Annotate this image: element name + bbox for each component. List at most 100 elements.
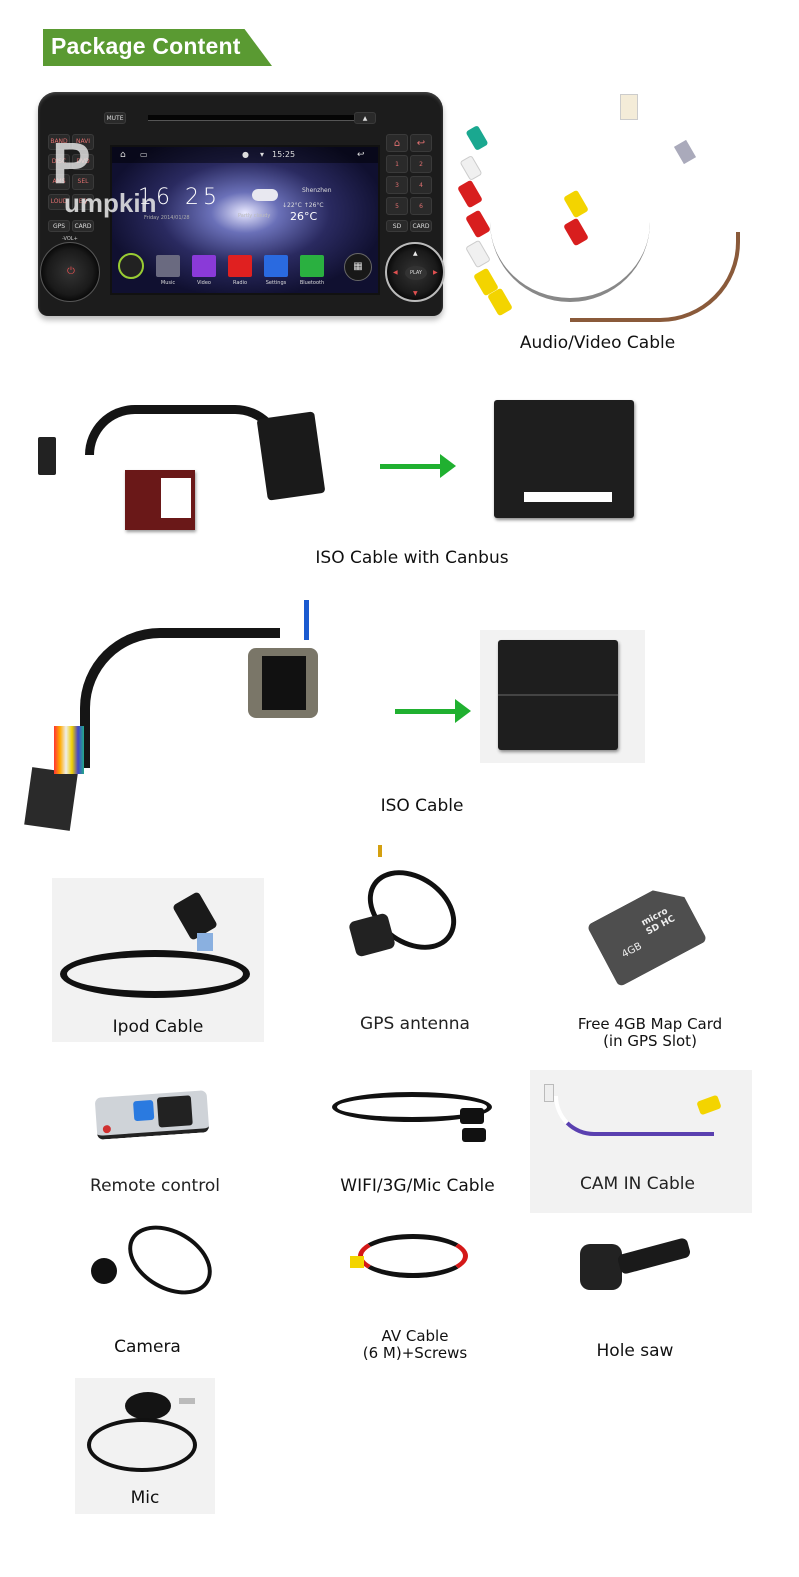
av-cable-6m-image [340, 1230, 480, 1290]
hu-btn-gps: GPS [48, 220, 70, 232]
connector-divider [498, 694, 618, 696]
iso-plug-face [262, 656, 306, 710]
item-label: CAM IN Cable [580, 1174, 695, 1194]
item-label: ISO Cable with Canbus [315, 548, 509, 568]
status-time: 15:25 [272, 150, 296, 159]
weather-range: ↓22°C ↑26°C [282, 202, 324, 209]
wrapped-harness [85, 405, 285, 455]
hu-btn-sd: SD [386, 220, 408, 232]
hu-btn-1: 1 [386, 155, 408, 173]
up-arrow-icon: ▲ [413, 250, 418, 257]
brand-logo-initial: P [52, 131, 91, 196]
item-label: Audio/Video Cable [519, 333, 676, 353]
item-label: ISO Cable [380, 796, 464, 816]
item-label: Camera [114, 1337, 181, 1357]
hu-btn-ams: AMS [48, 174, 70, 190]
hu-screen: ⌂ ▭ ● ▾ 15:25 ↩ 16 25 Friday 2014/01/28 … [110, 145, 380, 295]
clock: 16 25 [138, 185, 221, 210]
hole-saw-image [570, 1237, 695, 1298]
antenna-wire [304, 600, 309, 640]
app-music-icon [156, 255, 180, 277]
arrow-right-icon [395, 699, 471, 723]
camera-cable [116, 1211, 224, 1309]
hole-saw-shank [616, 1237, 692, 1275]
app-label: Bluetooth [299, 280, 325, 286]
harness-plug [24, 767, 78, 831]
item-label: Ipod Cable [112, 1017, 204, 1037]
colored-wires [54, 726, 84, 774]
weather-temp: 26°C [290, 210, 318, 223]
play-button: PLAY [405, 266, 427, 280]
hu-btn-sel: SEL [72, 174, 94, 190]
brand-logo: umpkin [64, 188, 157, 218]
rca-teal-plug [465, 124, 489, 152]
mic-plug [462, 1128, 486, 1142]
av-yellow-plug [350, 1256, 364, 1268]
canbus-connector [256, 411, 326, 501]
app-video-icon [192, 255, 216, 277]
item-label: GPS antenna [360, 1014, 470, 1034]
iso-cable-image [20, 600, 365, 831]
microsd-card: 4GB micro SD HC [586, 879, 707, 988]
rca-red-plug [457, 179, 483, 209]
wifi-cable-coil [332, 1092, 492, 1122]
cam-in-cable-card: CAM IN Cable [530, 1070, 752, 1213]
wifi-cable-image [320, 1078, 500, 1168]
gps-connector [378, 845, 382, 857]
canbus-label [161, 478, 191, 518]
app-label: Settings [265, 280, 287, 286]
item-label: AV Cable [381, 1327, 449, 1345]
gps-antenna-image [340, 845, 490, 975]
iso-canbus-cable-image [35, 385, 365, 535]
hu-btn-loud: LOUD [48, 194, 70, 210]
rca-white-plug [459, 154, 483, 182]
dpad: PLAY ▲ ▼ ◀ ▶ [385, 242, 445, 302]
hu-btn-card: CARD [72, 220, 94, 232]
hu-home-button: ⌂ [386, 134, 408, 152]
volume-knob: ⏻ [40, 242, 100, 302]
rca-red-plug [465, 209, 491, 239]
iso-connector-image [480, 630, 645, 763]
app-label: Video [196, 280, 211, 286]
hu-btn-band: BAND [48, 134, 70, 150]
weather-condition: Partly cloudy [238, 213, 271, 219]
remote-body [94, 1090, 210, 1140]
mic-jack [179, 1398, 195, 1404]
rca-white-plug [465, 239, 491, 269]
item-label: Remote control [90, 1176, 220, 1196]
app-drawer-icon: ▦ [344, 253, 372, 281]
hole-saw-head [580, 1244, 622, 1290]
card-brand: micro SD HC [639, 906, 677, 938]
wrapped-harness [80, 628, 280, 768]
down-arrow-icon: ▼ [413, 290, 418, 297]
av-cable-image [450, 92, 790, 324]
hu-btn-dvd: DVD [72, 154, 94, 170]
hu-btn-6: 6 [410, 197, 432, 215]
item-sublabel: (6 M)+Screws [362, 1344, 468, 1362]
status-bar: ⌂ ▭ ● ▾ 15:25 ↩ [112, 147, 378, 163]
weather-city: Shenzhen [302, 187, 332, 194]
item-label: WIFI/3G/Mic Cable [340, 1176, 495, 1196]
harness-plug [38, 437, 56, 475]
car-icon [118, 253, 144, 279]
iso-plug [248, 648, 318, 718]
ipod-cable-image [60, 950, 250, 998]
gray-wires [490, 212, 650, 302]
wifi-icon: ▾ [260, 150, 265, 159]
mute-button: MUTE [104, 112, 126, 124]
av-cable-coil [358, 1234, 468, 1278]
cam-harness-plug [544, 1084, 554, 1102]
hu-btn-2: 2 [410, 155, 432, 173]
date: Friday 2014/01/28 [144, 215, 190, 221]
rca-yellow-plug [487, 287, 513, 317]
head-unit-image: MUTE ▲ BAND NAVI DISC DVD AMS SEL LOUD E… [38, 92, 445, 316]
app-bluetooth-icon [300, 255, 324, 277]
power-icon: ⏻ [67, 266, 75, 277]
app-settings-icon [264, 255, 288, 277]
app-label: Radio [232, 280, 248, 286]
canbus-connector-face [494, 400, 634, 518]
volume-label: -VOL+ [62, 236, 78, 242]
remote-keypad [156, 1095, 193, 1128]
harness-plug-gray [673, 139, 697, 165]
item-sublabel: (in GPS Slot) [603, 1032, 697, 1050]
